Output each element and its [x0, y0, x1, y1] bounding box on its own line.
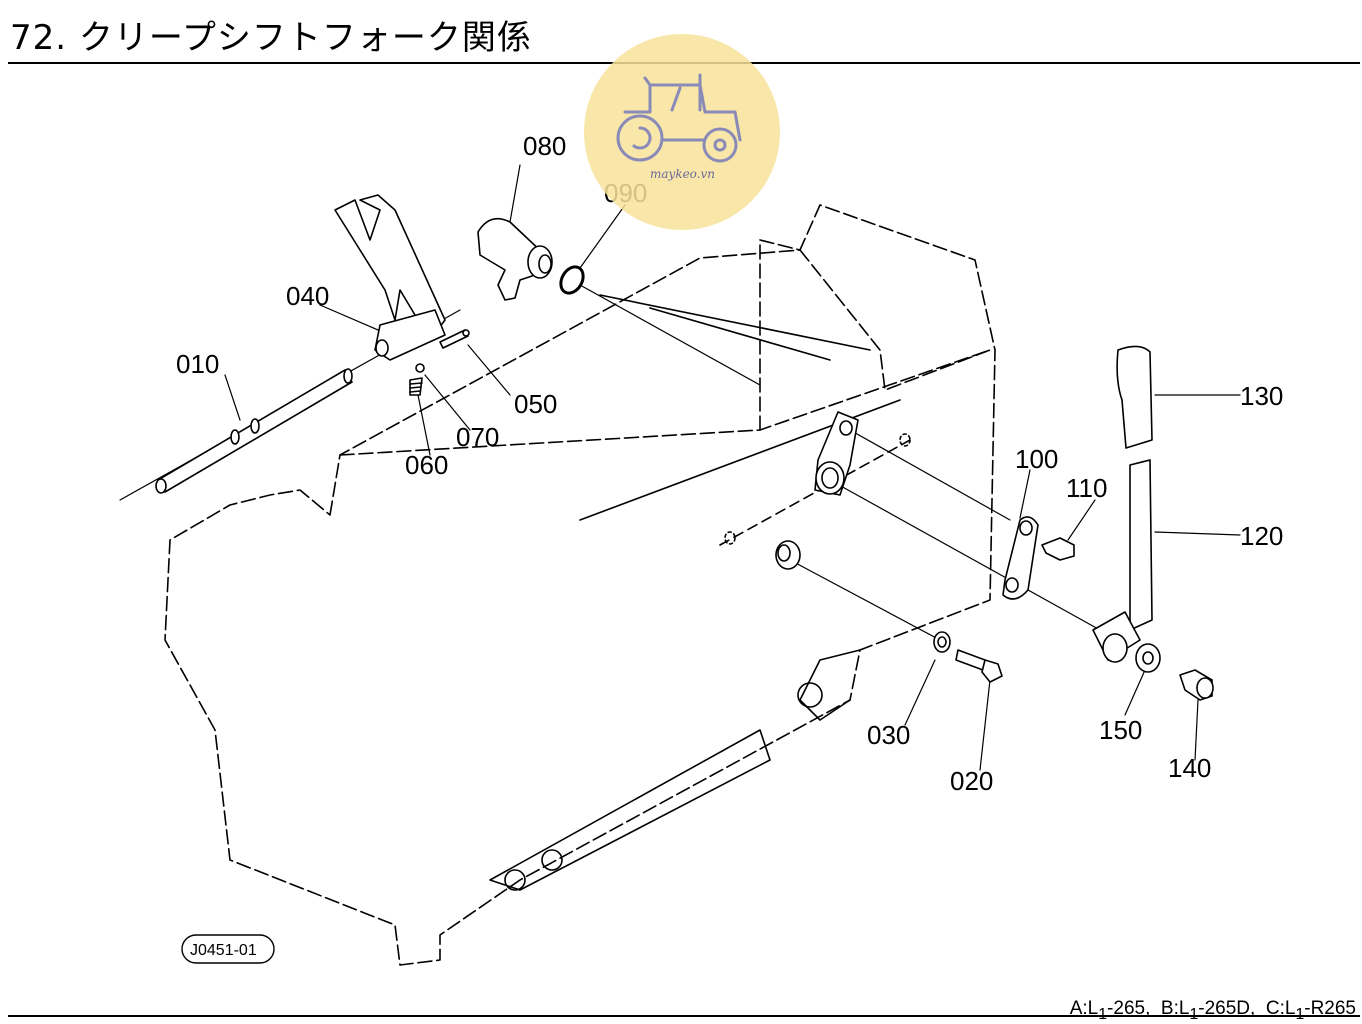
model-b-sub: 1 [1189, 1006, 1198, 1023]
footer-rule [8, 1015, 1360, 1017]
model-a-prefix: A:L [1069, 998, 1099, 1019]
callout-050: 050 [514, 389, 557, 419]
model-c-prefix: C:L [1265, 998, 1296, 1019]
watermark-logo: maykeo.vn [584, 34, 780, 230]
callout-110: 110 [1066, 473, 1107, 503]
part-070-ball [415, 363, 425, 373]
tractor-icon [616, 73, 742, 163]
part-090-o-ring [559, 265, 585, 295]
page-title: 72. クリープシフトフォーク関係 [10, 18, 532, 58]
watermark-text: maykeo.vn [650, 167, 715, 181]
callout-150: 150 [1099, 715, 1142, 745]
drawing-code-badge: J0451-01 [181, 934, 275, 964]
callout-130: 130 [1240, 381, 1283, 411]
callout-100: 100 [1015, 444, 1058, 474]
part-050-pin [439, 329, 470, 349]
part-010-shaft [155, 368, 353, 494]
callout-040: 040 [286, 281, 329, 311]
callout-140: 140 [1168, 753, 1211, 783]
callout-030: 030 [867, 720, 910, 750]
part-100-link-plate [1002, 516, 1039, 600]
model-a-number: -265, [1107, 998, 1151, 1019]
callout-060: 060 [405, 450, 448, 480]
callout-020: 020 [950, 766, 993, 796]
model-footnote: A:L1-265, B:L1-265D, C:L1-R265 [1070, 998, 1356, 1024]
collar [775, 540, 801, 570]
callout-080: 080 [523, 131, 566, 161]
callout-120: 120 [1240, 521, 1283, 551]
part-030-washer [933, 631, 951, 653]
part-040-fork [334, 194, 446, 361]
model-c-sub: 1 [1295, 1006, 1304, 1023]
watermark-circle [584, 34, 780, 230]
housing-bracket [814, 411, 859, 496]
model-b-number: -265D, [1198, 998, 1256, 1019]
part-150-washer [1135, 643, 1161, 673]
callout-070: 070 [456, 422, 499, 452]
transmission-housing [164, 204, 996, 966]
svg-text:J0451-01: J0451-01 [190, 942, 257, 959]
model-a-sub: 1 [1098, 1006, 1107, 1023]
model-c-number: -R265 [1304, 998, 1356, 1019]
part-140-bolt [1179, 669, 1214, 701]
part-120-lever [1092, 459, 1153, 663]
part-060-spring [409, 377, 423, 396]
part-110-bolt [1041, 537, 1075, 561]
part-130-grip [1116, 345, 1153, 449]
model-b-prefix: B:L [1160, 998, 1190, 1019]
part-020-bolt [955, 649, 1003, 683]
callout-010: 010 [176, 349, 219, 379]
part-080-shift-arm [477, 217, 553, 301]
